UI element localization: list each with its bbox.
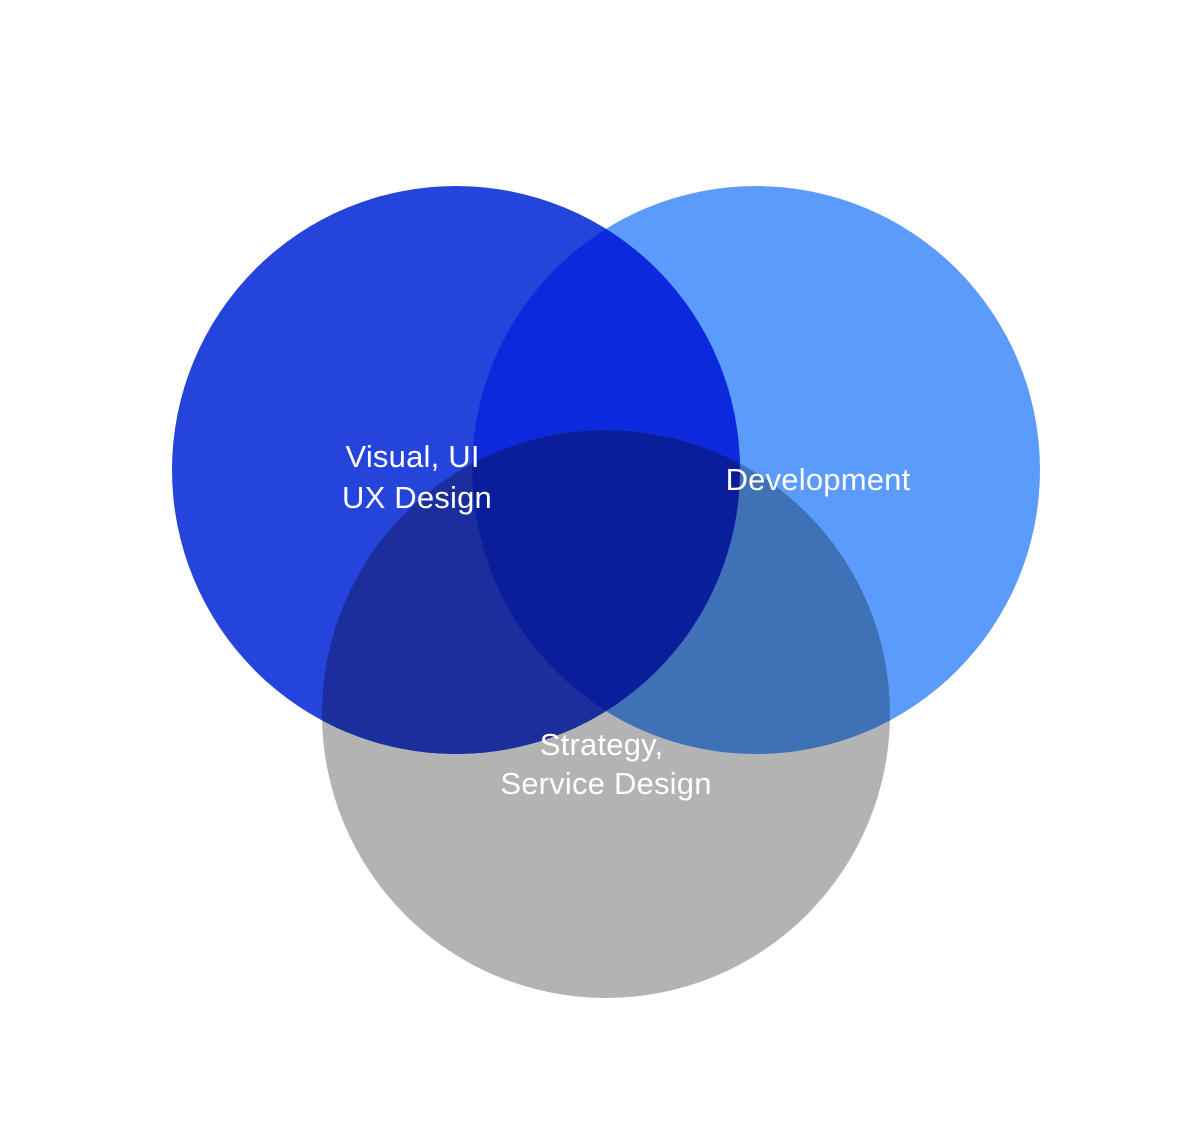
strategy-label-line-2: Service Design xyxy=(500,766,711,801)
development-label-line-1: Development xyxy=(726,462,911,497)
visual-ui-ux-label-line-1: Visual, UI xyxy=(346,439,480,474)
visual-ui-ux-label: Visual, UI UX Design xyxy=(342,439,492,515)
visual-ui-ux-label-line-2: UX Design xyxy=(342,480,492,515)
strategy-label: Strategy, Service Design xyxy=(500,727,711,801)
development-label: Development xyxy=(726,462,911,497)
strategy-label-line-1: Strategy, xyxy=(540,727,664,762)
